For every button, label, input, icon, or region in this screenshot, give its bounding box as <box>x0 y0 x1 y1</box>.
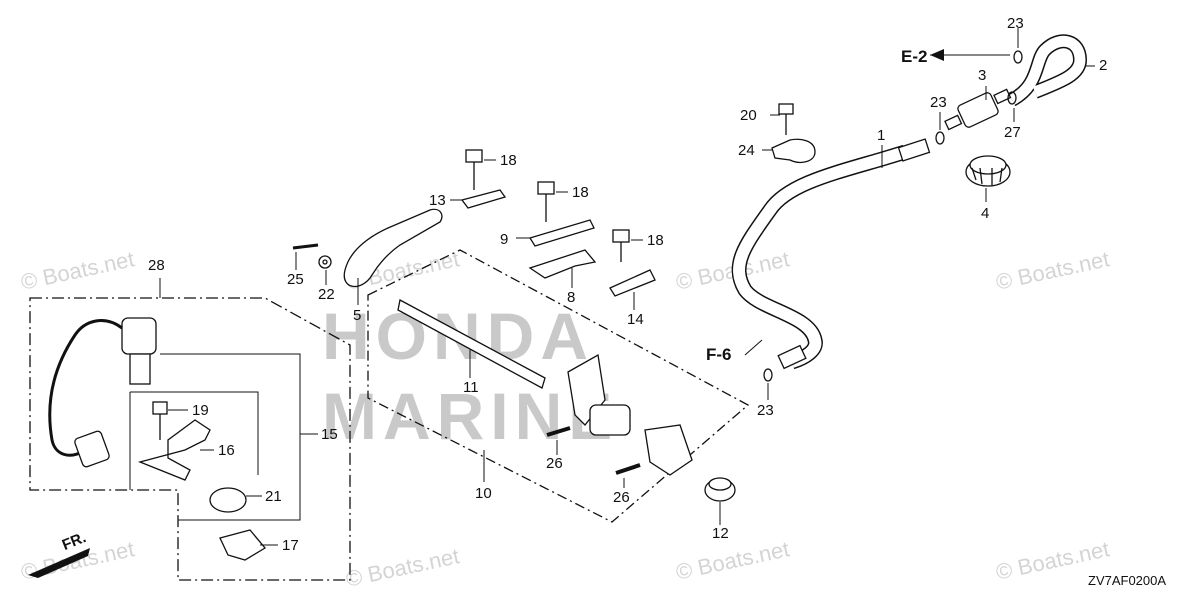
part-label-26: 26 <box>613 489 630 506</box>
fuel-filter <box>944 88 1012 131</box>
part-label-23: 23 <box>1007 15 1024 32</box>
part-label-21: 21 <box>265 488 282 505</box>
bolt-19 <box>152 401 168 440</box>
part-label-18: 18 <box>500 152 517 169</box>
part-label-17: 17 <box>282 537 299 554</box>
part-label-14: 14 <box>627 311 644 328</box>
part-label-9: 9 <box>500 231 509 248</box>
part-label-5: 5 <box>353 307 362 324</box>
part-label-18: 18 <box>572 184 589 201</box>
part-label-4: 4 <box>981 205 990 222</box>
part-label-11: 11 <box>463 379 479 396</box>
part-label-19: 19 <box>192 402 209 419</box>
part-label-27: 27 <box>1004 124 1021 141</box>
part-label-22: 22 <box>318 286 335 303</box>
grommet-12 <box>704 477 736 502</box>
part-label-3: 3 <box>978 67 987 84</box>
assembly-box-10 <box>367 249 750 523</box>
bracket-8 <box>528 249 597 279</box>
part-label-8: 8 <box>567 289 576 306</box>
part-label-2: 2 <box>1099 57 1108 74</box>
ref-f6: F-6 <box>706 345 732 364</box>
sensor <box>121 317 157 385</box>
part-label-26: 26 <box>546 455 563 472</box>
bolt-18-b <box>537 181 555 222</box>
part-label-15: 15 <box>321 426 338 443</box>
diagram-code: ZV7AF0200A <box>1088 573 1167 588</box>
plate-9 <box>528 219 595 247</box>
clip-16 <box>137 419 211 481</box>
bolt-20 <box>778 103 794 135</box>
assembly-box-28 <box>29 297 351 581</box>
part-label-12: 12 <box>712 525 729 542</box>
part-label-16: 16 <box>218 442 235 459</box>
bolt-18-c <box>612 229 630 262</box>
clamp-17 <box>219 529 266 561</box>
part-label-23: 23 <box>757 402 774 419</box>
part-label-28: 28 <box>148 257 165 274</box>
part-label-18: 18 <box>647 232 664 249</box>
grommet <box>965 155 1011 187</box>
part-label-24: 24 <box>738 142 755 159</box>
clamp-24 <box>771 138 816 163</box>
plate-13 <box>460 189 507 209</box>
part-label-1: 1 <box>877 127 886 144</box>
assembly-box-15 <box>160 353 301 521</box>
part-label-25: 25 <box>287 271 304 288</box>
part-label-13: 13 <box>429 192 446 209</box>
lever-5 <box>343 208 443 288</box>
ring-21 <box>209 487 247 513</box>
plate-14 <box>609 269 656 297</box>
bolt-18-a <box>465 149 483 190</box>
front-arrow <box>28 548 90 578</box>
part-label-23: 23 <box>930 94 947 111</box>
rod-11 <box>397 299 546 389</box>
brand-watermark-line-2: MARINE <box>322 379 619 453</box>
part-label-10: 10 <box>475 485 492 502</box>
part-label-20: 20 <box>740 107 757 124</box>
connector-block <box>644 424 693 476</box>
pin-25 <box>292 243 319 250</box>
ref-e2: E-2 <box>901 47 928 66</box>
